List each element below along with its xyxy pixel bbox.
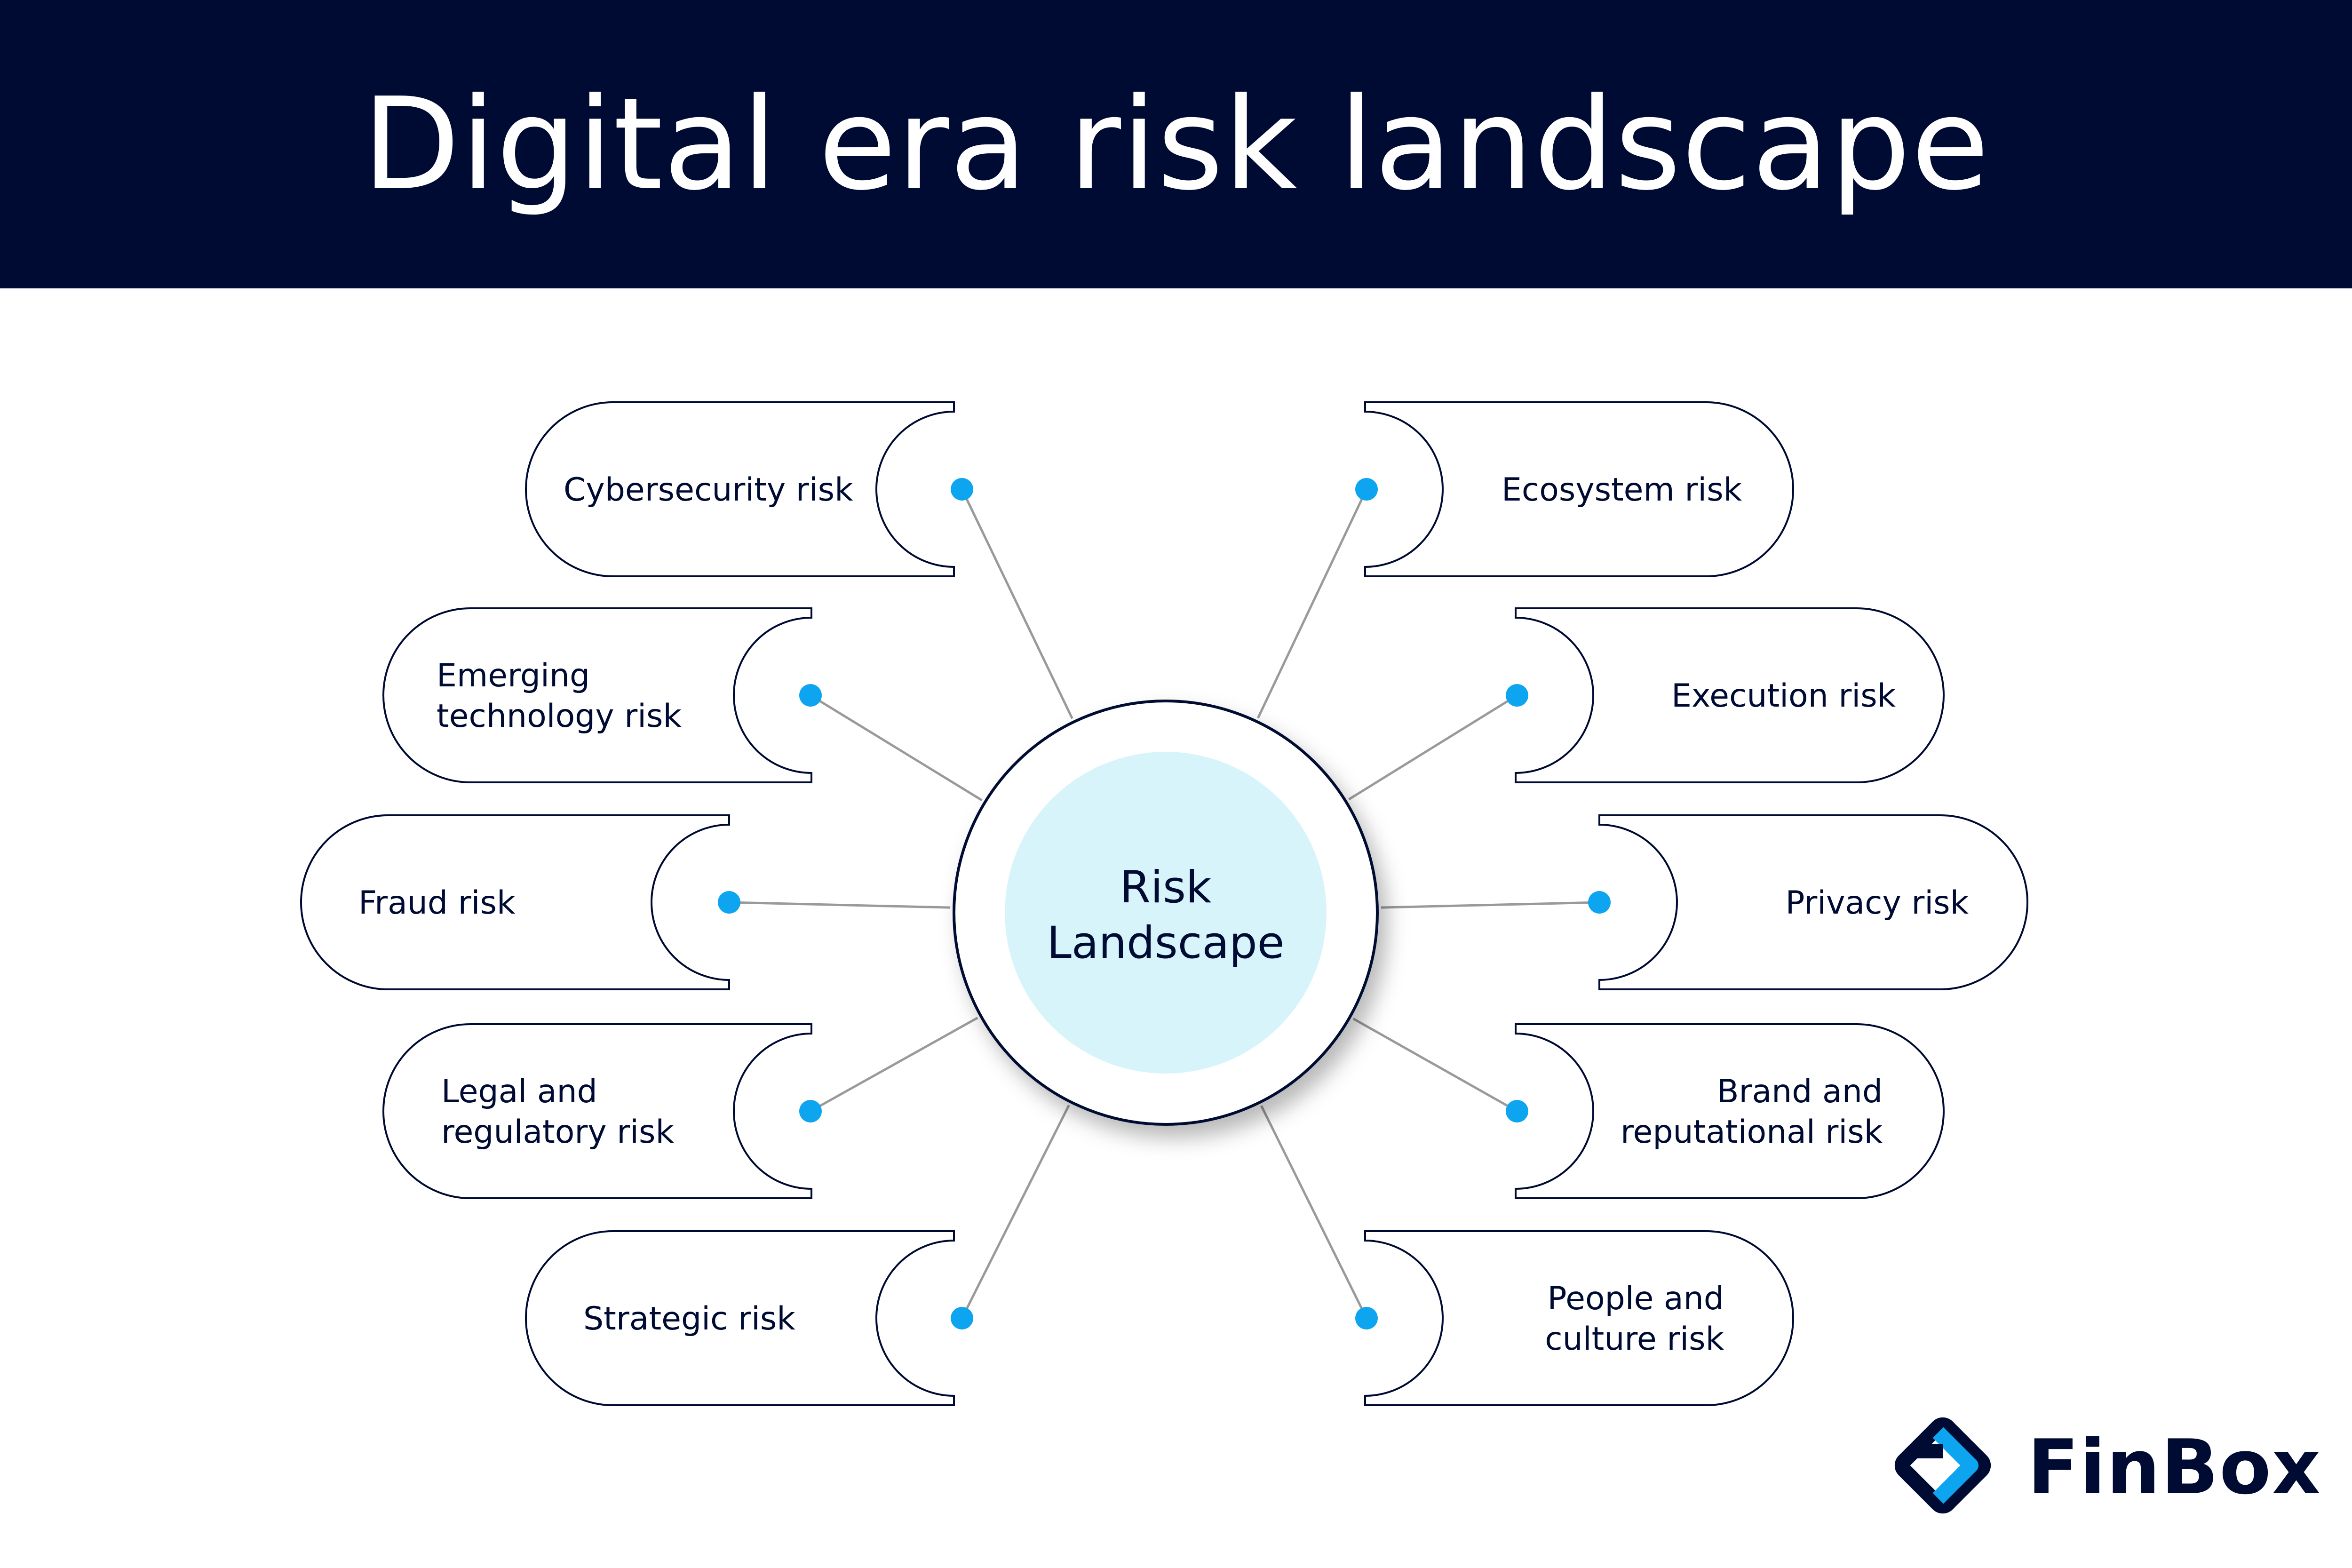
node-shape-ecosystem [1364, 401, 1794, 577]
hub-label-line: Risk [1120, 862, 1212, 913]
connector-dot-cybersecurity [951, 478, 973, 501]
header-banner [0, 0, 2352, 288]
node-label-people-culture: People and culture risk [1545, 1280, 1724, 1358]
node-shape-legal-regulatory [382, 1023, 812, 1199]
node-shape-people-culture [1364, 1230, 1794, 1406]
connector-emerging-technology [810, 694, 983, 802]
node-label-line: Fraud risk [358, 884, 516, 922]
connector-ecosystem [1257, 488, 1368, 719]
connector-dot-legal-regulatory [799, 1100, 822, 1122]
node-label-line: Cybersecurity risk [564, 471, 853, 509]
connector-dot-execution [1506, 684, 1528, 707]
page-title: Digital era risk landscape [362, 70, 1990, 218]
finbox-logo-icon [1894, 1417, 1991, 1514]
node-label-line: Ecosystem risk [1502, 471, 1742, 509]
connector-privacy [1381, 901, 1600, 909]
connector-dot-emerging-technology [799, 684, 822, 707]
node-shape-strategic [525, 1230, 955, 1406]
connector-strategic [961, 1105, 1070, 1319]
node-shape-execution [1515, 607, 1945, 783]
connector-legal-regulatory [810, 1017, 978, 1113]
connector-dot-strategic [951, 1307, 973, 1329]
connector-dot-privacy [1588, 891, 1611, 914]
node-shape-brand-reputational [1515, 1023, 1945, 1199]
node-label-strategic: Strategic risk [583, 1300, 795, 1337]
connectors [729, 488, 1600, 1319]
node-label-line: Emerging [437, 657, 590, 694]
node-label-line: culture risk [1545, 1321, 1724, 1358]
connector-execution [1348, 694, 1518, 801]
node-label-brand-reputational: Brand and reputational risk [1621, 1073, 1883, 1151]
connector-dot-fraud [718, 891, 740, 914]
node-label-cybersecurity: Cybersecurity risk [564, 471, 853, 509]
node-label-line: Brand and [1717, 1073, 1883, 1110]
connector-people-culture [1260, 1105, 1368, 1319]
node-shape-emerging-technology [382, 607, 812, 783]
node-label-ecosystem: Ecosystem risk [1502, 471, 1742, 509]
node-label-line: Legal and [441, 1073, 597, 1110]
hub-inner-fill [1005, 752, 1327, 1074]
connector-brand-reputational [1352, 1018, 1518, 1113]
node-label-legal-regulatory: Legal and regulatory risk [441, 1073, 674, 1151]
connector-dot-brand-reputational [1506, 1100, 1528, 1122]
node-shape-cybersecurity [525, 401, 955, 577]
brand-name: FinBox [2027, 1423, 2322, 1511]
connector-fraud [729, 901, 951, 909]
node-label-line: regulatory risk [441, 1114, 674, 1151]
node-label-line: Privacy risk [1786, 884, 1969, 922]
node-label-line: reputational risk [1621, 1114, 1883, 1151]
connector-dot-ecosystem [1355, 478, 1378, 501]
node-label-fraud: Fraud risk [358, 884, 516, 922]
connector-dot-people-culture [1355, 1307, 1378, 1329]
node-label-line: People and [1548, 1280, 1724, 1317]
node-label-privacy: Privacy risk [1786, 884, 1969, 922]
node-label-line: technology risk [437, 698, 682, 735]
node-label-emerging-technology: Emerging technology risk [437, 657, 682, 735]
hub-label-line: Landscape [1047, 917, 1285, 969]
node-label-execution: Execution risk [1671, 677, 1896, 715]
node-label-line: Strategic risk [583, 1300, 795, 1337]
node-label-line: Execution risk [1671, 677, 1896, 715]
node-shape-privacy [1598, 814, 2028, 990]
connector-cybersecurity [961, 488, 1073, 719]
node-shape-fraud [300, 814, 730, 990]
